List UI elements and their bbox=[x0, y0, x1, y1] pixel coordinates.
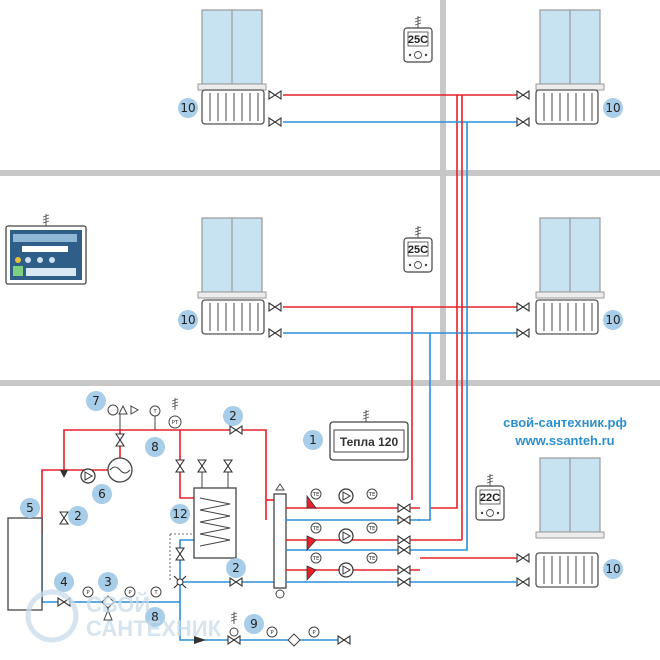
callout-valve: 2 bbox=[68, 506, 88, 526]
callout-valve: 2 bbox=[226, 558, 246, 578]
three-way-valve bbox=[173, 575, 187, 589]
te-sensors: TE TE TE TE TE TE bbox=[310, 488, 378, 564]
svg-text:Тепла 120: Тепла 120 bbox=[340, 435, 399, 449]
svg-text:10: 10 bbox=[180, 101, 195, 115]
svg-text:СВОЙ: СВОЙ bbox=[86, 592, 150, 617]
window bbox=[197, 217, 267, 299]
svg-text:10: 10 bbox=[605, 313, 620, 327]
radiator bbox=[201, 299, 265, 335]
svg-text:PT: PT bbox=[172, 420, 179, 426]
svg-text:8: 8 bbox=[151, 440, 159, 454]
callout-makeup: 9 bbox=[244, 614, 264, 634]
svg-text:2: 2 bbox=[74, 509, 82, 523]
svg-text:4: 4 bbox=[60, 575, 68, 589]
callout-thermometer: 8 bbox=[145, 607, 165, 627]
svg-text:P: P bbox=[86, 590, 90, 596]
svg-text:TE: TE bbox=[312, 492, 320, 498]
drain-valve bbox=[103, 608, 113, 621]
callout-radiator: 10 bbox=[603, 98, 623, 118]
svg-text:8: 8 bbox=[151, 610, 159, 624]
safety-group bbox=[107, 404, 140, 447]
svg-text:10: 10 bbox=[605, 562, 620, 576]
svg-text:САНТЕХНИК: САНТЕХНИК bbox=[86, 616, 222, 641]
svg-text:2: 2 bbox=[232, 561, 240, 575]
svg-text:3: 3 bbox=[104, 575, 112, 589]
svg-text:6: 6 bbox=[98, 487, 106, 501]
expansion-vessel bbox=[107, 457, 133, 483]
callout-filter: 3 bbox=[98, 572, 118, 592]
svg-text:P: P bbox=[312, 630, 316, 636]
thermostat-top: 25C bbox=[403, 15, 433, 63]
pressure-gauge: P bbox=[124, 586, 136, 598]
svg-text:25C: 25C bbox=[408, 244, 428, 256]
window bbox=[197, 9, 267, 91]
window bbox=[535, 9, 605, 91]
thermostat-bottom: 22C bbox=[475, 473, 505, 521]
watermark-logo: СВОЙ САНТЕХНИК bbox=[25, 589, 222, 643]
radiator bbox=[535, 552, 599, 588]
callout-radiator: 10 bbox=[603, 310, 623, 330]
window bbox=[535, 457, 605, 539]
svg-text:T: T bbox=[152, 409, 157, 415]
callout-boiler: 5 bbox=[20, 498, 40, 518]
svg-text:TE: TE bbox=[368, 526, 376, 532]
svg-text:7: 7 bbox=[92, 394, 100, 408]
radiator bbox=[201, 89, 265, 125]
svg-text:12: 12 bbox=[172, 507, 187, 521]
svg-text:25C: 25C bbox=[408, 34, 428, 46]
tank-valves bbox=[175, 459, 233, 561]
radiator bbox=[535, 89, 599, 125]
supply-pipes bbox=[283, 94, 523, 541]
thermometer: T bbox=[150, 586, 162, 598]
callout-thermometer: 8 bbox=[145, 437, 165, 457]
thermometer: T bbox=[149, 405, 161, 430]
callout-tank: 12 bbox=[170, 504, 190, 524]
svg-text:TE: TE bbox=[368, 556, 376, 562]
callout-valve: 2 bbox=[223, 406, 243, 426]
callout-pump: 6 bbox=[92, 484, 112, 504]
site-url-2: www.ssanteh.ru bbox=[514, 433, 614, 448]
svg-text:22C: 22C bbox=[480, 492, 500, 504]
hydraulic-separator bbox=[273, 483, 287, 599]
callout-controller: 1 bbox=[303, 430, 323, 450]
svg-text:TE: TE bbox=[312, 526, 320, 532]
water-heater-tank bbox=[193, 487, 237, 559]
svg-text:P: P bbox=[270, 630, 274, 636]
svg-text:T: T bbox=[153, 590, 158, 596]
return-pipes bbox=[283, 121, 523, 551]
branch-pumps bbox=[306, 488, 411, 587]
window bbox=[535, 217, 605, 299]
heating-controller: Тепла 120 bbox=[329, 409, 409, 461]
control-panel bbox=[5, 213, 87, 285]
pressure-gauge: P bbox=[82, 586, 94, 598]
thermostat-middle: 25C bbox=[403, 225, 433, 273]
callout-radiator: 10 bbox=[178, 310, 198, 330]
callout-valve4: 4 bbox=[54, 572, 74, 592]
site-url: свой-сантехник.рф bbox=[503, 415, 627, 430]
svg-text:9: 9 bbox=[250, 617, 258, 631]
svg-text:1: 1 bbox=[309, 433, 317, 447]
svg-text:10: 10 bbox=[180, 313, 195, 327]
svg-text:TE: TE bbox=[368, 492, 376, 498]
makeup-line: P P bbox=[194, 611, 351, 647]
svg-text:2: 2 bbox=[229, 409, 237, 423]
svg-text:P: P bbox=[128, 590, 132, 596]
building-walls bbox=[0, 0, 660, 386]
boiler-pump bbox=[59, 468, 96, 525]
pt-sensor: PT bbox=[168, 397, 182, 429]
filter bbox=[101, 595, 115, 609]
valve bbox=[229, 577, 243, 587]
callout-radiator: 10 bbox=[603, 559, 623, 579]
callout-group7: 7 bbox=[86, 391, 106, 411]
valve bbox=[229, 425, 243, 435]
radiator bbox=[535, 299, 599, 335]
svg-text:10: 10 bbox=[605, 101, 620, 115]
svg-text:5: 5 bbox=[26, 501, 34, 515]
callout-radiator: 10 bbox=[178, 98, 198, 118]
svg-text:TE: TE bbox=[312, 556, 320, 562]
